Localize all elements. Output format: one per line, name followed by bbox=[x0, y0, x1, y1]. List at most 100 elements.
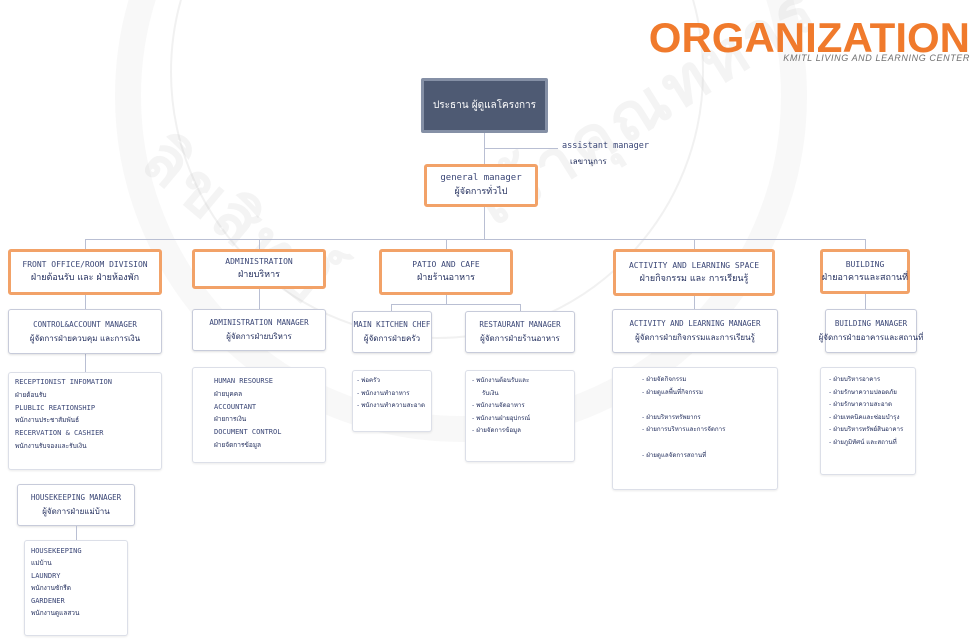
division-en: PATIO AND CAFE bbox=[412, 260, 480, 269]
list-item: RECERVATION & CASHIER bbox=[15, 429, 104, 438]
list-item: ฝ่ายดูแลจัดการสถานที่ bbox=[642, 450, 725, 463]
list-item: ฝ่ายจัดการข้อมูล bbox=[472, 425, 530, 438]
connector-div-4 bbox=[694, 239, 695, 249]
list-item: ฝ่ายเทคนิคและซ่อมบำรุง bbox=[829, 412, 903, 425]
panel-front-staff bbox=[8, 372, 162, 470]
list-item: ฝ่ายการบริหารและการจัดการ bbox=[642, 424, 725, 437]
list-item: ฝ่ายจัดกิจกรรม bbox=[642, 374, 725, 387]
manager-administration: ADMINISTRATION MANAGER ผู้จัดการฝ่ายบริห… bbox=[192, 309, 326, 351]
connector-housekeeping-staff bbox=[76, 526, 77, 542]
connector-bus bbox=[85, 239, 865, 240]
list-item: PLUBLIC REATIONSHIP bbox=[15, 403, 96, 412]
list-item: ACCOUNTANT bbox=[214, 402, 257, 411]
list-item: RECEPTIONIST INFOMATION bbox=[15, 378, 112, 386]
list-item: ฝ่ายบริหารอาคาร bbox=[829, 374, 903, 387]
list-item: พนักงานซักรีด bbox=[31, 584, 71, 593]
kitchen-staff-list: พ่อครัว พนักงานทำอาหาร พนักงานทำความสะอา… bbox=[357, 375, 425, 413]
list-item: ฝ่ายดูแลพื้นที่กิจกรรม bbox=[642, 387, 725, 400]
manager-th: ผู้จัดการฝ่ายกิจกรรมและการเรียนรู้ bbox=[635, 333, 755, 342]
division-th: ฝ่ายต้อนรับ และ ฝ่ายห้องพัก bbox=[30, 273, 140, 283]
list-item: พนักงานทำอาหาร bbox=[357, 388, 425, 401]
manager-th: ผู้จัดการฝ่ายอาคารและสถานที่ bbox=[818, 333, 924, 342]
manager-en: ADMINISTRATION MANAGER bbox=[209, 318, 309, 327]
manager-activity: ACTIVITY AND LEARNING MANAGER ผู้จัดการฝ… bbox=[612, 309, 778, 353]
list-item: พนักงานทำความสะอาด bbox=[357, 400, 425, 413]
general-manager-th: ผู้จัดการทั่วไป bbox=[454, 186, 508, 197]
manager-th: ผู้จัดการฝ่ายแม่บ้าน bbox=[42, 507, 110, 516]
list-item: พนักงานรับจองและรับเงิน bbox=[15, 441, 87, 450]
list-item: HUMAN RESOURSE bbox=[214, 377, 274, 385]
division-th: ฝ่ายกิจกรรม และ การเรียนรู้ bbox=[639, 273, 749, 284]
list-item: ฝ่ายการเงิน bbox=[214, 415, 247, 424]
division-building: BUILDING ฝ่ายอาคารและสถานที่ bbox=[820, 249, 910, 294]
panel-housekeeping-staff bbox=[24, 540, 128, 636]
manager-building: BUILDING MANAGER ผู้จัดการฝ่ายอาคารและสถ… bbox=[819, 309, 923, 353]
division-patio-cafe: PATIO AND CAFE ฝ่ายร้านอาหาร bbox=[379, 249, 513, 295]
connector-restaurant bbox=[520, 304, 521, 311]
housekeeping-staff-list: HOUSEKEEPING แม่บ้าน LAUNDRY พนักงานซักร… bbox=[31, 545, 82, 619]
list-item: พนักงานดูแลสวน bbox=[31, 609, 80, 618]
list-item: ฝ่ายภูมิทัศน์ และสถานที่ bbox=[829, 437, 903, 450]
manager-kitchen-chef: MAIN KITCHEN CHEF ผู้จัดการฝ่ายครัว bbox=[352, 311, 432, 353]
panel-admin-staff bbox=[192, 367, 326, 463]
manager-en: MAIN KITCHEN CHEF bbox=[353, 320, 431, 329]
list-item: ฝ่ายจัดการข้อมูล bbox=[214, 440, 261, 449]
list-item: ฝ่ายรักษาความสะอาด bbox=[829, 399, 903, 412]
manager-control-account: CONTROL&ACCOUNT MANAGER ผู้จัดการฝ่ายควบ… bbox=[8, 309, 162, 354]
connector-building-mgr bbox=[865, 294, 866, 309]
list-item: พนักงานจัดอาหาร bbox=[472, 400, 530, 413]
building-staff-list: ฝ่ายบริหารอาคาร ฝ่ายรักษาความปลอดภัย ฝ่า… bbox=[829, 374, 903, 450]
connector-kitchen bbox=[391, 304, 392, 311]
connector-assistant bbox=[484, 148, 558, 149]
list-item: ฝ่ายบุคคล bbox=[214, 389, 243, 398]
manager-en: ACTIVITY AND LEARNING MANAGER bbox=[629, 319, 761, 328]
division-en: ADMINISTRATION bbox=[225, 257, 293, 266]
front-staff-list: RECEPTIONIST INFOMATION ฝ่ายต้อนรับ PLUB… bbox=[15, 376, 112, 453]
connector-gm-bus bbox=[484, 207, 485, 239]
connector-div-5 bbox=[865, 239, 866, 249]
list-item bbox=[642, 399, 725, 412]
connector-div-1 bbox=[85, 239, 86, 249]
division-front-office: FRONT OFFICE/ROOM DIVISION ฝ่ายต้อนรับ แ… bbox=[8, 249, 162, 295]
list-item: ฝ่ายบริหารทรัพยากร bbox=[642, 412, 725, 425]
connector-front-mgr bbox=[85, 295, 86, 309]
list-item: LAUNDRY bbox=[31, 571, 61, 580]
manager-en: RESTAURANT MANAGER bbox=[479, 320, 561, 329]
manager-en: CONTROL&ACCOUNT MANAGER bbox=[33, 319, 137, 329]
manager-th: ผู้จัดการฝ่ายครัว bbox=[363, 334, 421, 343]
connector-div-2 bbox=[259, 239, 260, 249]
list-item: แม่บ้าน bbox=[31, 559, 52, 568]
manager-th: ผู้จัดการฝ่ายควบคุม และการเงิน bbox=[29, 333, 141, 343]
list-item bbox=[642, 437, 725, 450]
manager-th: ผู้จัดการฝ่ายร้านอาหาร bbox=[480, 334, 560, 343]
page-subtitle: KMITL LIVING AND LEARNING CENTER bbox=[783, 53, 970, 63]
list-item: DOCUMENT CONTROL bbox=[214, 428, 282, 437]
list-item: พนักงานต้อนรับและ bbox=[472, 375, 530, 388]
admin-staff-list: HUMAN RESOURSE ฝ่ายบุคคล ACCOUNTANT ฝ่าย… bbox=[214, 375, 281, 452]
list-item: พนักงานประชาสัมพันธ์ bbox=[15, 416, 80, 425]
connector-admin-mgr bbox=[259, 289, 260, 309]
division-en: BUILDING bbox=[845, 259, 885, 269]
division-th: ฝ่ายอาคารและสถานที่ bbox=[821, 272, 909, 283]
division-administration: ADMINISTRATION ฝ่ายบริหาร bbox=[192, 249, 326, 289]
division-th: ฝ่ายบริหาร bbox=[238, 270, 280, 280]
manager-th: ผู้จัดการฝ่ายบริหาร bbox=[226, 332, 292, 341]
list-item: ฝ่ายรักษาความปลอดภัย bbox=[829, 387, 903, 400]
list-item: พนักงานฝ่ายอุปกรณ์ bbox=[472, 413, 530, 426]
list-item: ฝ่ายต้อนรับ bbox=[15, 390, 47, 399]
manager-housekeeping: HOUSEKEEPING MANAGER ผู้จัดการฝ่ายแม่บ้า… bbox=[17, 484, 135, 526]
manager-en: BUILDING MANAGER bbox=[834, 319, 908, 328]
connector-patio-down bbox=[446, 295, 447, 304]
division-en: ACTIVITY AND LEARNING SPACE bbox=[628, 260, 760, 270]
page-title: ORGANIZATION bbox=[648, 14, 970, 61]
connector-control-staff bbox=[85, 354, 86, 374]
list-item: รับเงิน bbox=[482, 389, 499, 397]
restaurant-staff-list: พนักงานต้อนรับและ รับเงิน พนักงานจัดอาหา… bbox=[472, 375, 530, 438]
list-item: พ่อครัว bbox=[357, 375, 425, 388]
assistant-manager-en: assistant manager bbox=[562, 141, 649, 151]
general-manager-en: general manager bbox=[440, 172, 522, 183]
division-en: FRONT OFFICE/ROOM DIVISION bbox=[22, 260, 148, 269]
division-activity: ACTIVITY AND LEARNING SPACE ฝ่ายกิจกรรม … bbox=[613, 249, 775, 296]
manager-en: HOUSEKEEPING MANAGER bbox=[30, 493, 122, 502]
chairman-box: ประธาน ผู้ดูแลโครงการ bbox=[421, 78, 548, 133]
